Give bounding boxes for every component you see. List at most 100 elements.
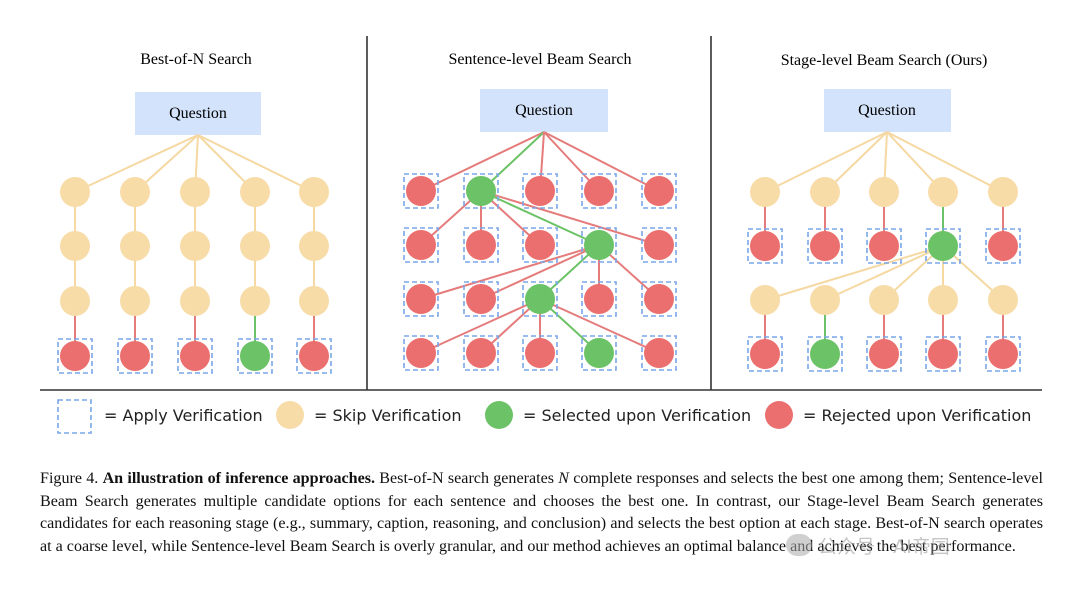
rejected-node xyxy=(869,231,899,261)
verification-box xyxy=(581,281,617,317)
skip-verification-node xyxy=(988,285,1018,315)
question-label: Question xyxy=(858,102,916,119)
rejected-node xyxy=(525,338,555,368)
skip-verification-node xyxy=(928,177,958,207)
selected-node xyxy=(584,338,614,368)
verification-box xyxy=(925,336,961,372)
tree-edge xyxy=(420,244,600,300)
question-label: Question xyxy=(169,105,227,122)
tree-edge xyxy=(480,244,600,300)
tree-edge xyxy=(764,131,888,193)
rejected-node xyxy=(406,338,436,368)
skip-verification-node xyxy=(299,177,329,207)
verification-box xyxy=(403,227,439,263)
rejected-node xyxy=(644,338,674,368)
verification-box xyxy=(57,338,93,374)
skip-verification-node xyxy=(928,285,958,315)
rejected-node xyxy=(299,341,329,371)
verification-boxes xyxy=(57,173,1021,374)
figure-caption: Figure 4. An illustration of inference a… xyxy=(40,468,1043,558)
verification-box xyxy=(463,173,499,209)
panel-title-stage-beam: Stage-level Beam Search (Ours) xyxy=(781,52,988,69)
rejected-node xyxy=(406,284,436,314)
tree-edge xyxy=(420,298,541,354)
legend-selected-upon-verification: = Selected upon Verification xyxy=(523,406,751,425)
question-box-stage-beam: Question xyxy=(824,89,951,132)
skip-verification-node xyxy=(299,231,329,261)
rejected-node xyxy=(644,230,674,260)
skip-verification-node xyxy=(180,231,210,261)
selected-node xyxy=(928,231,958,261)
rejected-node xyxy=(406,230,436,260)
tree-edge xyxy=(197,134,315,193)
verification-box xyxy=(641,281,677,317)
question-box-sentence-beam: Question xyxy=(480,89,608,132)
verification-box xyxy=(641,227,677,263)
caption-text-a: Best-of-N search generates xyxy=(379,470,554,487)
verification-box xyxy=(925,228,961,264)
verification-box xyxy=(807,228,843,264)
tree-edge xyxy=(74,134,199,193)
skip-verification-node xyxy=(750,285,780,315)
verification-box xyxy=(985,336,1021,372)
selected-node xyxy=(240,341,270,371)
panel-title-best-of-n: Best-of-N Search xyxy=(140,51,252,68)
rejected-node xyxy=(750,339,780,369)
rejected-node xyxy=(869,339,899,369)
verification-box xyxy=(522,173,558,209)
verification-box xyxy=(403,173,439,209)
caption-label: Figure 4. xyxy=(40,470,99,487)
rejected-node xyxy=(584,176,614,206)
skip-verification-node xyxy=(60,231,90,261)
rejected-node xyxy=(466,230,496,260)
skip-verification-node xyxy=(240,177,270,207)
rejected-node xyxy=(60,341,90,371)
rejected-node xyxy=(750,231,780,261)
rejected-node xyxy=(120,341,150,371)
verification-box xyxy=(463,227,499,263)
selected-node xyxy=(466,176,496,206)
verification-box xyxy=(296,338,332,374)
selected-node xyxy=(525,284,555,314)
skip-verification-node xyxy=(120,177,150,207)
verification-box xyxy=(403,281,439,317)
skip-verification-node xyxy=(60,177,90,207)
verification-box xyxy=(463,281,499,317)
tree-edge xyxy=(539,298,660,354)
verification-box xyxy=(463,335,499,371)
legend-skip-verification-dot xyxy=(276,401,304,429)
verification-box xyxy=(985,228,1021,264)
verification-box xyxy=(177,338,213,374)
figure-diagram: Best-of-N Search Sentence-level Beam Sea… xyxy=(40,36,1042,434)
rejected-node xyxy=(525,230,555,260)
caption-text-b: complete responses and selects the best … xyxy=(40,470,1043,555)
panel-title-sentence-beam: Sentence-level Beam Search xyxy=(448,51,631,68)
rejected-node xyxy=(644,284,674,314)
legend-rejected-dot xyxy=(765,401,793,429)
verification-box xyxy=(117,338,153,374)
skip-verification-node xyxy=(180,286,210,316)
verification-box xyxy=(747,336,783,372)
skip-verification-node xyxy=(869,177,899,207)
tree-edge xyxy=(824,245,944,301)
selected-node xyxy=(584,230,614,260)
tree-edge xyxy=(480,190,600,246)
rejected-node xyxy=(584,284,614,314)
verification-box xyxy=(747,228,783,264)
rejected-node xyxy=(988,339,1018,369)
legend-apply-verification-box xyxy=(57,399,92,434)
verification-box xyxy=(581,173,617,209)
tree-edge xyxy=(420,131,545,192)
rejected-node xyxy=(466,284,496,314)
verification-box xyxy=(807,336,843,372)
caption-n: N xyxy=(558,470,569,487)
skip-verification-node xyxy=(810,285,840,315)
legend: = Apply Verification = Skip Verification… xyxy=(57,399,1031,434)
skip-verification-node xyxy=(988,177,1018,207)
skip-verification-node xyxy=(60,286,90,316)
tree-nodes xyxy=(60,176,1018,371)
skip-verification-node xyxy=(810,177,840,207)
watermark-text: 公众号 · AI帝国 xyxy=(818,535,950,558)
skip-verification-node xyxy=(180,177,210,207)
legend-selected-dot xyxy=(485,401,513,429)
